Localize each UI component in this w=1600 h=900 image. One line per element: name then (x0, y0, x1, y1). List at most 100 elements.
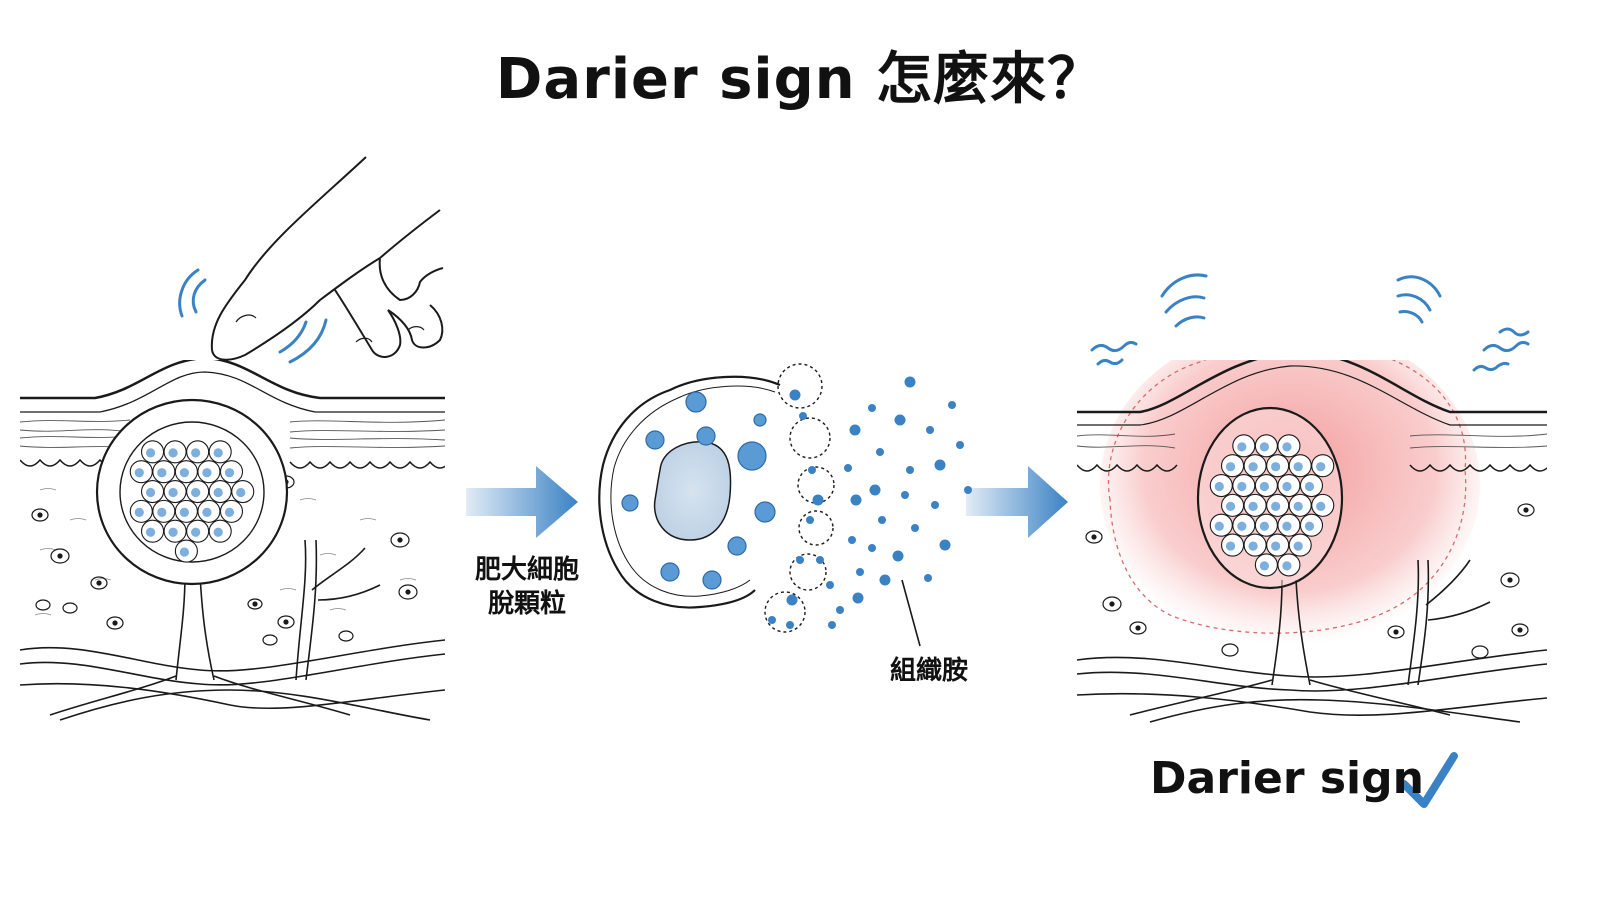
page-title: Darier sign 怎麼來？ (495, 47, 1105, 112)
granule (702, 570, 722, 590)
histamine-particle (876, 448, 884, 456)
granule-dot (1316, 462, 1326, 472)
granule (685, 391, 707, 413)
histamine-particle (894, 414, 906, 426)
result-label: Darier sign (1150, 753, 1424, 804)
histamine-particle (878, 516, 886, 524)
granule-dot (1293, 541, 1303, 551)
granule-dot (145, 448, 156, 458)
granule-dot (168, 487, 178, 498)
mast-cell (598, 363, 972, 647)
granule-dot (1282, 561, 1292, 571)
histamine-particle (868, 404, 876, 412)
granule-dot (213, 527, 223, 537)
label-line-1: 肥大細胞 (474, 555, 579, 585)
histamine-particle (931, 501, 939, 509)
histamine-label: 組織胺 (889, 656, 968, 686)
histamine-particle (934, 459, 946, 471)
granule (737, 441, 767, 471)
cell-nucleus (653, 441, 732, 541)
histamine-particle (948, 401, 956, 409)
granule-dot (1237, 442, 1247, 452)
granule-dot (1271, 501, 1281, 511)
granule-dot (157, 468, 167, 478)
histamine-particle (826, 581, 834, 589)
granule-dot (157, 507, 167, 517)
histamine-particle (848, 536, 856, 544)
histamine-particle (926, 426, 934, 434)
granule-dot (1271, 462, 1281, 472)
granule-dot (1225, 541, 1236, 551)
granule-dot (1237, 521, 1247, 531)
granule-dot (1237, 481, 1247, 492)
granule (753, 413, 767, 427)
histamine-particle (904, 376, 916, 388)
histamine-particle (956, 441, 964, 449)
histamine-particle (828, 621, 836, 629)
pressure-motion-lines (178, 268, 328, 364)
granule-dot (1248, 501, 1258, 511)
granule-dot (134, 468, 144, 478)
panel-pressing-skin (20, 156, 445, 721)
panel-wheal-result (1077, 273, 1547, 723)
histamine-particle (849, 424, 861, 436)
granule-dot (224, 468, 235, 478)
granule-dot (191, 448, 201, 458)
granule (660, 562, 680, 582)
histamine-particle (812, 494, 824, 506)
granule-dot (1282, 521, 1292, 531)
granule-dot (145, 527, 156, 537)
histamine-particle (868, 544, 876, 552)
histamine-particle (869, 484, 881, 496)
granule-dot (1293, 462, 1303, 472)
granule (754, 501, 776, 523)
histamine-pointer-line (901, 579, 921, 647)
granule-dot (202, 507, 212, 517)
granule-dot (224, 507, 235, 517)
histamine-particle (816, 556, 824, 564)
cytoplasm-granules (621, 391, 776, 590)
histamine-particle (850, 494, 862, 506)
finger-press-illustration (210, 156, 444, 361)
skin-cross-section (1077, 360, 1547, 723)
histamine-particle (796, 556, 804, 564)
granule-dot (1316, 501, 1326, 511)
histamine-particle (852, 592, 864, 604)
skin-cross-section (20, 360, 445, 721)
granule (696, 426, 716, 446)
granule-dot (1304, 481, 1315, 492)
granule-dot (213, 448, 223, 458)
granule-dot (1271, 541, 1281, 551)
granule-dot (168, 448, 178, 458)
granule (645, 430, 665, 450)
granule-dot (1214, 521, 1224, 531)
granule-dot (1293, 501, 1303, 511)
arrow-right-icon (466, 466, 578, 538)
histamine-particle (786, 621, 794, 629)
granule-dot (179, 468, 189, 478)
granule-dot (1259, 481, 1269, 492)
itch-motion-lines (1090, 273, 1530, 372)
histamine-particle (856, 568, 864, 576)
granule-dot (1248, 541, 1258, 551)
granule-dot (1259, 442, 1269, 452)
granule-dot (1248, 462, 1258, 472)
histamine-particles (768, 376, 972, 629)
histamine-particle (799, 412, 807, 420)
histamine-particle (911, 524, 919, 532)
granule-dot (1225, 462, 1236, 472)
granule (621, 494, 639, 512)
granule-dot (179, 507, 189, 517)
granule-dot (1304, 521, 1315, 531)
histamine-particle (924, 574, 932, 582)
granule-dot (191, 527, 201, 537)
granule-dot (179, 547, 189, 557)
arrow-right-icon (966, 466, 1068, 538)
granule-dot (145, 487, 156, 498)
mast-cell-degranulation-label: 肥大細胞 脫顆粒 (462, 553, 592, 621)
label-line-2: 脫顆粒 (487, 589, 566, 619)
granule-dot (191, 487, 201, 498)
granule-dot (1225, 501, 1236, 511)
histamine-particle (808, 466, 816, 474)
